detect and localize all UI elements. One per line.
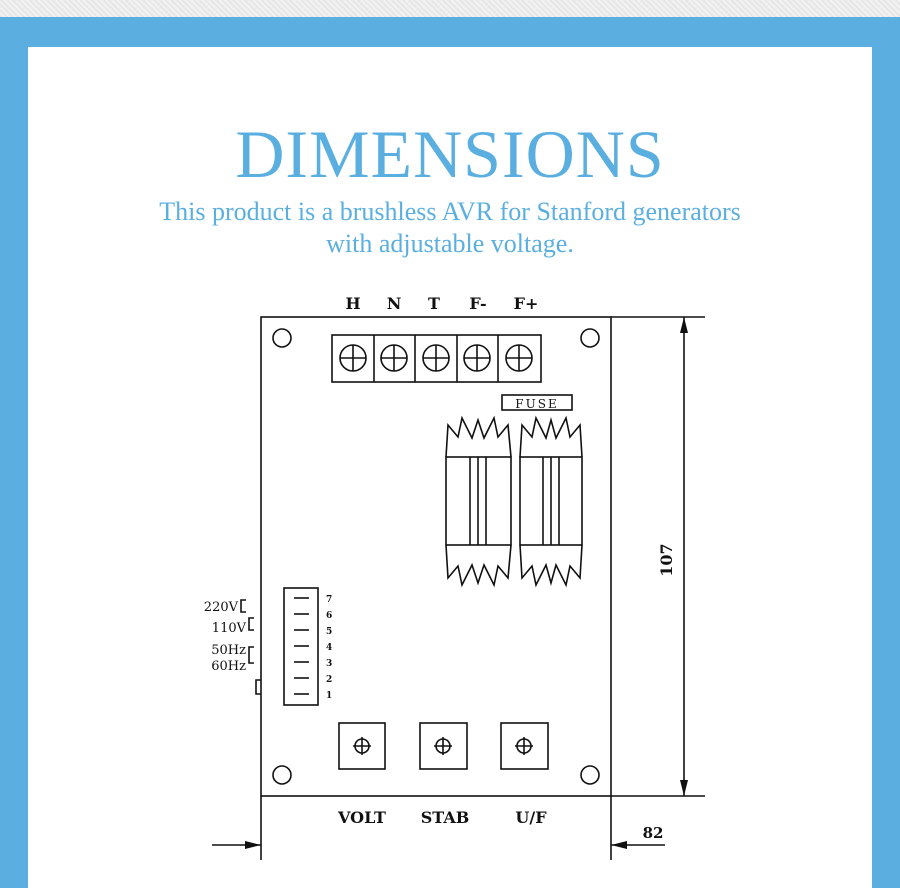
- width-dimension-label: 82: [643, 824, 664, 842]
- pin-number: 3: [326, 659, 332, 669]
- terminal-label-h: H: [345, 294, 360, 313]
- jumper-bracket: [240, 599, 246, 613]
- voltage-option-110v: 110V: [212, 621, 247, 636]
- terminal-label-t: T: [428, 294, 440, 313]
- mounting-hole: [580, 328, 600, 348]
- mounting-hole: [580, 765, 600, 785]
- pin-number: 6: [326, 611, 332, 621]
- stab-label: STAB: [421, 808, 470, 827]
- heatsink-left: [445, 415, 512, 588]
- fuse-label: FUSE: [515, 397, 558, 411]
- terminal-screw: [463, 344, 491, 372]
- pin-number: 1: [326, 691, 332, 701]
- fuse-box: [501, 394, 573, 411]
- stab-potentiometer: [419, 722, 468, 770]
- terminal-label-f-minus: F-: [469, 294, 486, 313]
- terminal-block: [331, 334, 542, 383]
- volt-potentiometer: [338, 722, 386, 770]
- jumper-bracket: [248, 617, 254, 631]
- frequency-option-50hz: 50Hz: [211, 643, 246, 658]
- arrow-head: [245, 841, 261, 849]
- page-title: DIMENSIONS: [235, 116, 665, 192]
- jumper-bracket: [248, 646, 254, 664]
- top-texture-strip: [0, 0, 900, 17]
- jumper-bracket: [255, 679, 261, 695]
- terminal-screw: [339, 344, 367, 372]
- dip-switch-block: [283, 587, 319, 706]
- terminal-screw: [505, 344, 533, 372]
- pin-number: 5: [326, 627, 332, 637]
- uf-potentiometer: [500, 722, 549, 770]
- pin-number: 2: [326, 675, 332, 685]
- terminal-label-n: N: [387, 294, 402, 313]
- arrow-head: [680, 780, 688, 796]
- terminal-label-f-plus: F+: [514, 294, 539, 313]
- pin-number: 7: [326, 595, 332, 605]
- page-subtitle: This product is a brushless AVR for Stan…: [159, 197, 741, 258]
- mounting-hole: [272, 328, 292, 348]
- frequency-option-60hz: 60Hz: [211, 659, 246, 674]
- volt-label: VOLT: [337, 808, 386, 827]
- arrow-head: [680, 317, 688, 333]
- board-outline: [260, 316, 612, 797]
- height-dimension-label: 107: [657, 543, 676, 576]
- arrow-head: [611, 841, 627, 849]
- mounting-hole: [272, 765, 292, 785]
- uf-label: U/F: [515, 808, 547, 827]
- terminal-screw: [380, 344, 408, 372]
- voltage-option-220v: 220V: [204, 600, 239, 615]
- pin-number: 4: [326, 643, 332, 653]
- heatsink-right: [519, 415, 583, 588]
- terminal-screw: [422, 344, 450, 372]
